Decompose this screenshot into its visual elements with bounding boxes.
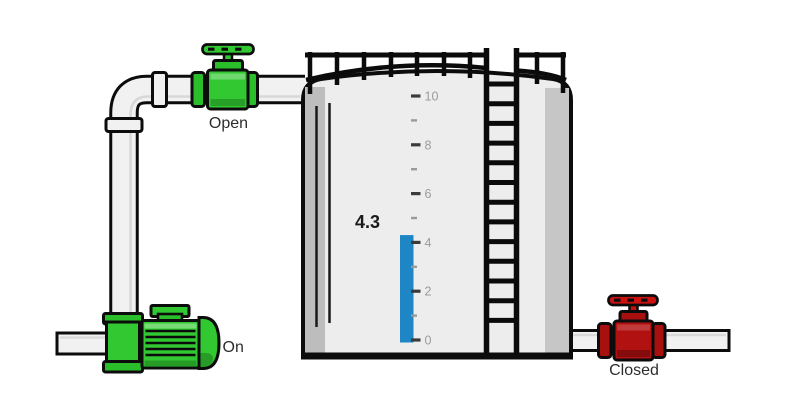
- inlet-valve[interactable]: [190, 43, 259, 111]
- gauge-minor-tick: [411, 168, 417, 171]
- valve-body-highlight: [617, 324, 650, 331]
- valve-flange-left: [190, 71, 206, 108]
- gauge-tick-label: 8: [425, 138, 432, 152]
- gauge-tick-label: 10: [425, 90, 439, 104]
- valve-body-shade: [617, 350, 650, 357]
- pump-inlet-flange-bottom: [102, 360, 144, 374]
- ladder-rungs: [486, 81, 517, 323]
- gauge-major-tick: [411, 192, 421, 196]
- gauge-major-tick: [411, 94, 421, 98]
- tank-railing: [305, 52, 567, 94]
- pump-motor-highlight: [144, 323, 197, 329]
- gauge-tick-label: 2: [425, 285, 432, 299]
- tank-body: [301, 69, 573, 358]
- outlet-valve[interactable]: [597, 294, 667, 362]
- tank-ladder: [483, 48, 520, 355]
- gauge-major-tick: [411, 338, 421, 342]
- pump-end-cap-shade: [200, 353, 213, 367]
- pipe-shading: [129, 95, 300, 318]
- gauge-major-tick: [411, 240, 421, 244]
- gauge-tick-label: 4: [425, 236, 432, 250]
- pump-motor-shade: [144, 360, 197, 366]
- pump-motor-ribs: [145, 329, 196, 357]
- gauge-ticks: 0 2 4 6 8 10: [411, 90, 438, 348]
- gauge-minor-tick: [411, 314, 417, 317]
- valve-body-shade: [210, 99, 245, 106]
- level-bar: [400, 235, 414, 343]
- storage-tank: [301, 69, 573, 360]
- pump-volute: [105, 320, 141, 366]
- railing-mid-rail: [305, 63, 487, 83]
- riser-pipe: [112, 77, 305, 322]
- tank-shade-left: [305, 87, 325, 354]
- gauge-tick-label: 6: [425, 187, 432, 201]
- pump-end-cap: [197, 316, 221, 370]
- gauge-minor-tick: [411, 119, 417, 122]
- tank-shade-right: [545, 88, 569, 354]
- pipe-coupling: [151, 71, 168, 108]
- gauge-major-tick: [411, 143, 421, 147]
- valve-body: [206, 68, 250, 111]
- valve-body: [612, 319, 655, 362]
- gauge-tick-label: 0: [425, 334, 432, 348]
- gauge-major-tick: [411, 289, 421, 293]
- valve-body-highlight: [210, 73, 245, 80]
- pump-label: On: [223, 339, 244, 356]
- gauge-minor-tick: [411, 216, 417, 220]
- gauge-minor-tick: [411, 265, 417, 268]
- pump[interactable]: [102, 304, 221, 374]
- outlet-valve-label: Closed: [609, 362, 659, 379]
- railing-posts: [307, 52, 566, 94]
- valve-flange-left: [597, 322, 613, 359]
- level-gauge: 0 2 4 6 8 10 4.3: [355, 90, 438, 348]
- inlet-valve-label: Open: [209, 115, 248, 132]
- gauge-value: 4.3: [355, 212, 380, 232]
- pump-suction-pipe: [55, 331, 113, 356]
- pipe-coupling: [104, 117, 144, 133]
